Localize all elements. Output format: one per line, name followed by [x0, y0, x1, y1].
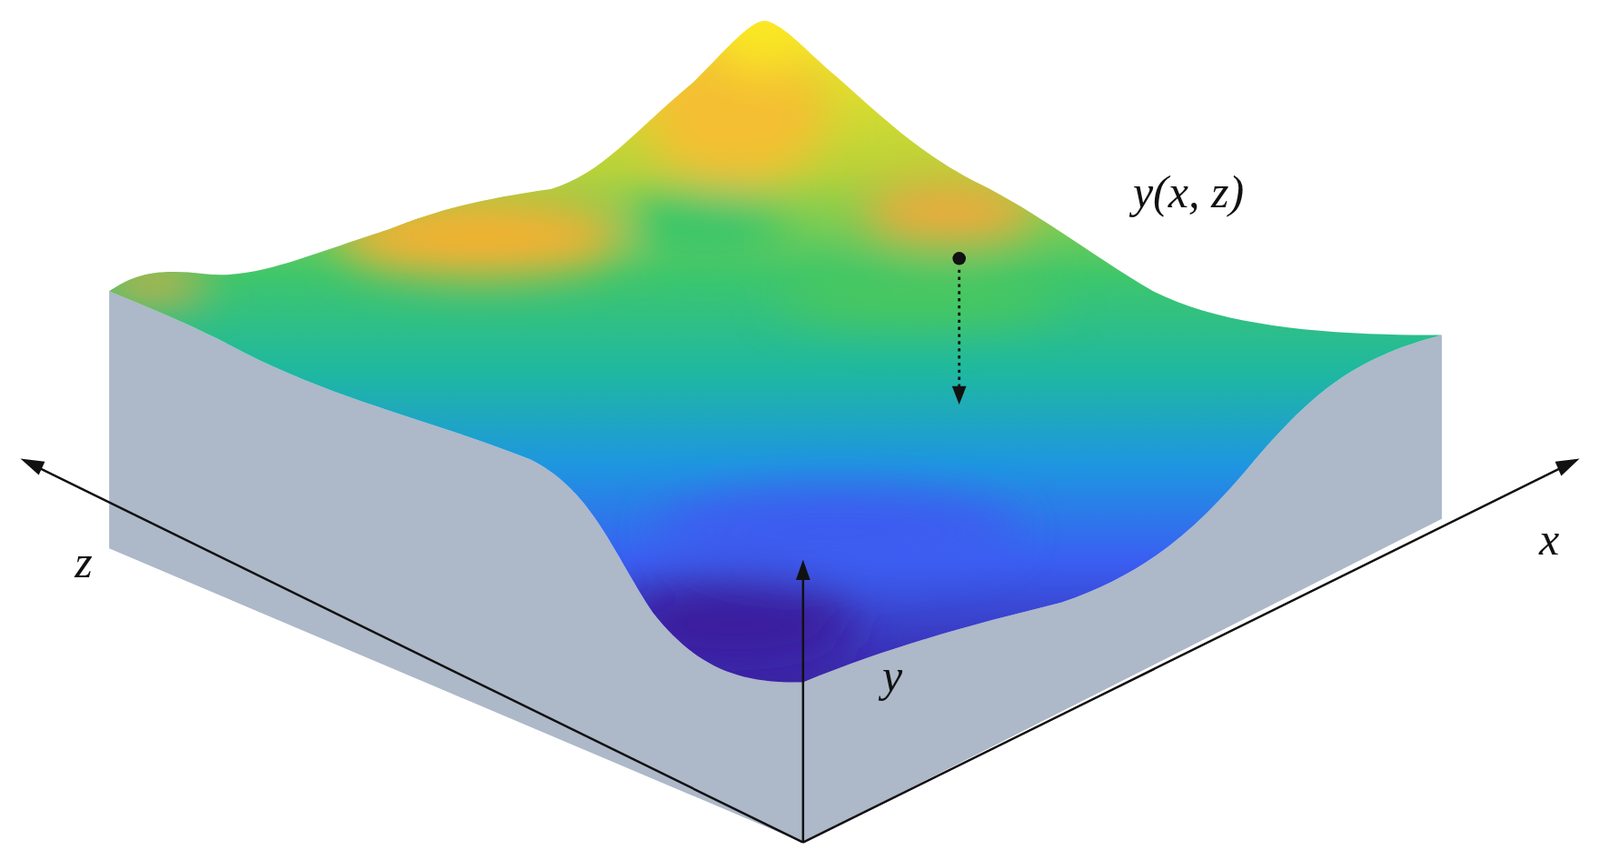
axis-label: x — [1539, 516, 1560, 562]
function-label: y(x, z) — [1132, 168, 1244, 215]
axis-label: y — [882, 652, 903, 698]
axis-label: z — [74, 538, 92, 585]
